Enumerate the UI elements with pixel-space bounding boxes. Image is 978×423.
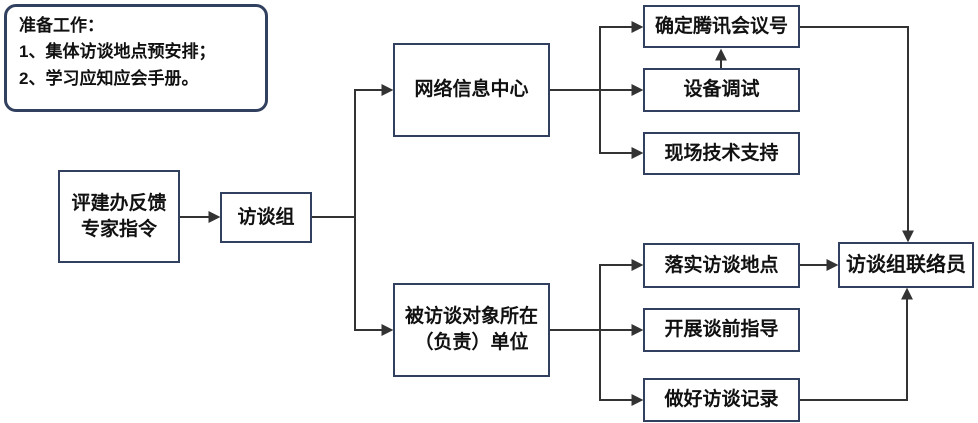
node-network-info-center: 网络信息中心	[393, 43, 550, 137]
connector-meeting-to-liaison	[800, 26, 914, 243]
node-pre-interview-guidance: 开展谈前指导	[643, 308, 800, 352]
node-interviewee-unit: 被访谈对象所在 （负责）单位	[393, 283, 550, 377]
preparation-note: 准备工作： 1、集体访谈地点预安排； 2、学习应知应会手册。	[4, 4, 268, 112]
node-confirm-meeting-id: 确定腾讯会议号	[643, 5, 800, 48]
node-interview-group: 访谈组	[220, 192, 312, 243]
node-group-liaison: 访谈组联络员	[838, 242, 974, 288]
node-device-debug: 设备调试	[643, 68, 800, 112]
node-interview-records: 做好访谈记录	[643, 378, 800, 422]
node-onsite-tech-support: 现场技术支持	[643, 132, 800, 175]
connector-unit-to-records	[599, 330, 644, 406]
connector-network-to-tech	[599, 90, 644, 159]
connector-group-to-unit	[354, 217, 394, 336]
preparation-note-item-1: 1、集体访谈地点预安排；	[19, 42, 216, 62]
connector-unit-to-venue	[599, 259, 644, 330]
node-expert-instruction: 评建办反馈 专家指令	[58, 170, 180, 263]
connector-records-to-liaison	[800, 287, 913, 401]
preparation-note-item-2: 2、学习应知应会手册。	[19, 68, 199, 88]
node-arrange-venue: 落实访谈地点	[643, 243, 800, 288]
connector-network-to-meeting	[599, 21, 644, 90]
preparation-note-title: 准备工作：	[19, 16, 104, 35]
connector-group-to-network	[354, 84, 394, 217]
